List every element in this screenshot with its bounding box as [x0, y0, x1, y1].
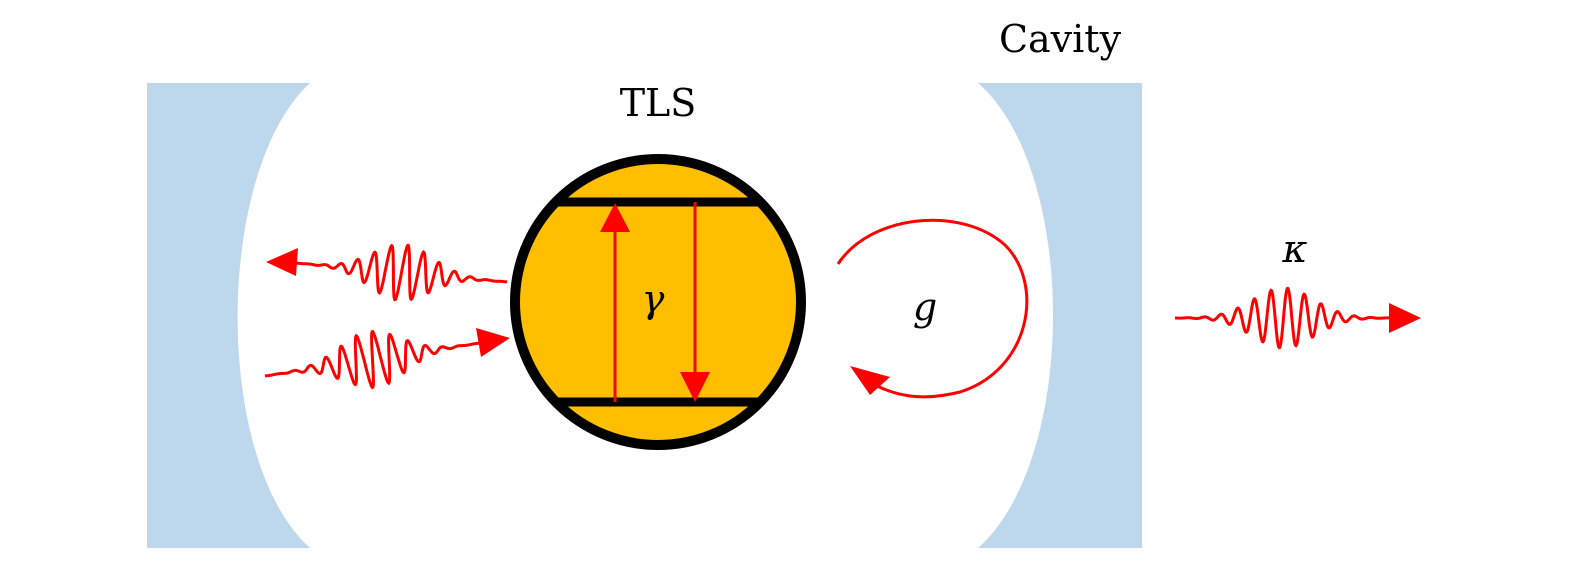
two-level-system: γ	[510, 154, 806, 450]
tls-label: TLS	[620, 81, 697, 125]
coupling-g-label: g	[913, 285, 937, 329]
cavity-label: Cavity	[999, 17, 1122, 61]
emitted-photon-arrowhead	[266, 248, 298, 276]
cavity-leak-arrowhead	[1389, 303, 1421, 333]
coupling-loop-arrowhead	[850, 366, 890, 395]
emitted-photon-wave	[295, 243, 508, 302]
kappa-label: κ	[1282, 227, 1308, 271]
coupling-loop-arrow	[836, 218, 1029, 399]
decay-arrowhead	[680, 372, 710, 402]
cavity-leak-photon-wave	[1175, 286, 1392, 350]
right-mirror	[978, 83, 1142, 548]
excitation-arrowhead	[600, 203, 630, 232]
incoming-photon-arrowhead	[476, 328, 510, 357]
atom-circle	[510, 154, 806, 450]
incoming-photon-wave	[264, 329, 481, 390]
left-mirror	[147, 83, 310, 548]
gamma-label: γ	[642, 277, 665, 321]
